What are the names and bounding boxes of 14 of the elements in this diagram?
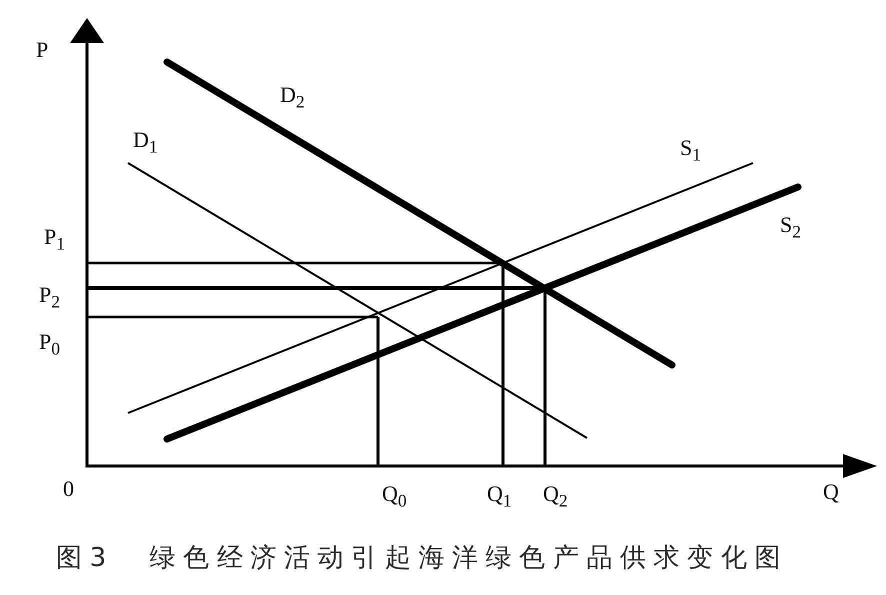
price-label: P$_{0}$ [39,329,60,356]
quantity-label: Q$_{0}$ [382,481,407,508]
curve-label: D$_{2}$ [280,82,305,109]
curve-label: S$_{2}$ [780,212,802,239]
quantity-label: Q$_{2}$ [543,481,568,508]
price-label: P$_{2}$ [39,282,60,309]
curve-label: D$_{1}$ [133,127,158,154]
quantity-label: Q$_{1}$ [487,481,512,508]
axis-label: P [36,37,48,64]
axis-label: Q [823,479,839,506]
price-label: P$_{1}$ [44,224,66,251]
curve-label: S$_{1}$ [680,135,702,162]
figure-caption: 图3 绿色经济活动引起海洋绿色产品供求变化图 [56,543,788,574]
origin-label: 0 [63,476,74,503]
